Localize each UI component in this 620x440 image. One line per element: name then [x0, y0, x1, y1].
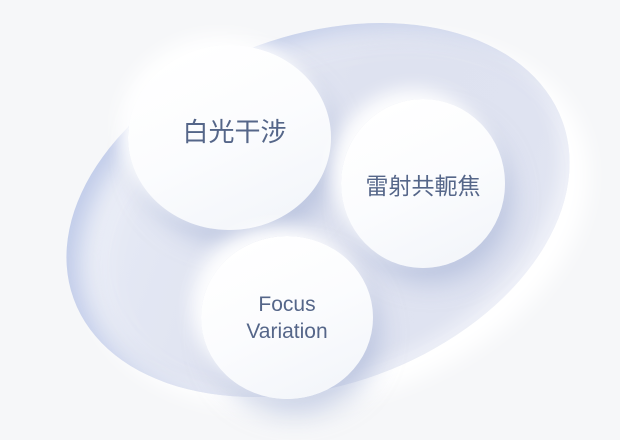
node-label-focus-variation-line-1: Focus — [258, 292, 316, 316]
node-focus-variation: Focus Variation — [201, 236, 373, 399]
node-label-focus-variation: Focus Variation — [246, 291, 327, 345]
node-label-focus-variation-line-2: Variation — [246, 319, 328, 343]
node-label-white-light-interferometry: 白光干涉 — [182, 117, 287, 147]
node-laser-confocal: 雷射共軛焦 — [341, 99, 505, 268]
node-label-laser-confocal: 雷射共軛焦 — [365, 172, 481, 199]
node-white-light-interferometry: 白光干涉 — [128, 45, 331, 230]
